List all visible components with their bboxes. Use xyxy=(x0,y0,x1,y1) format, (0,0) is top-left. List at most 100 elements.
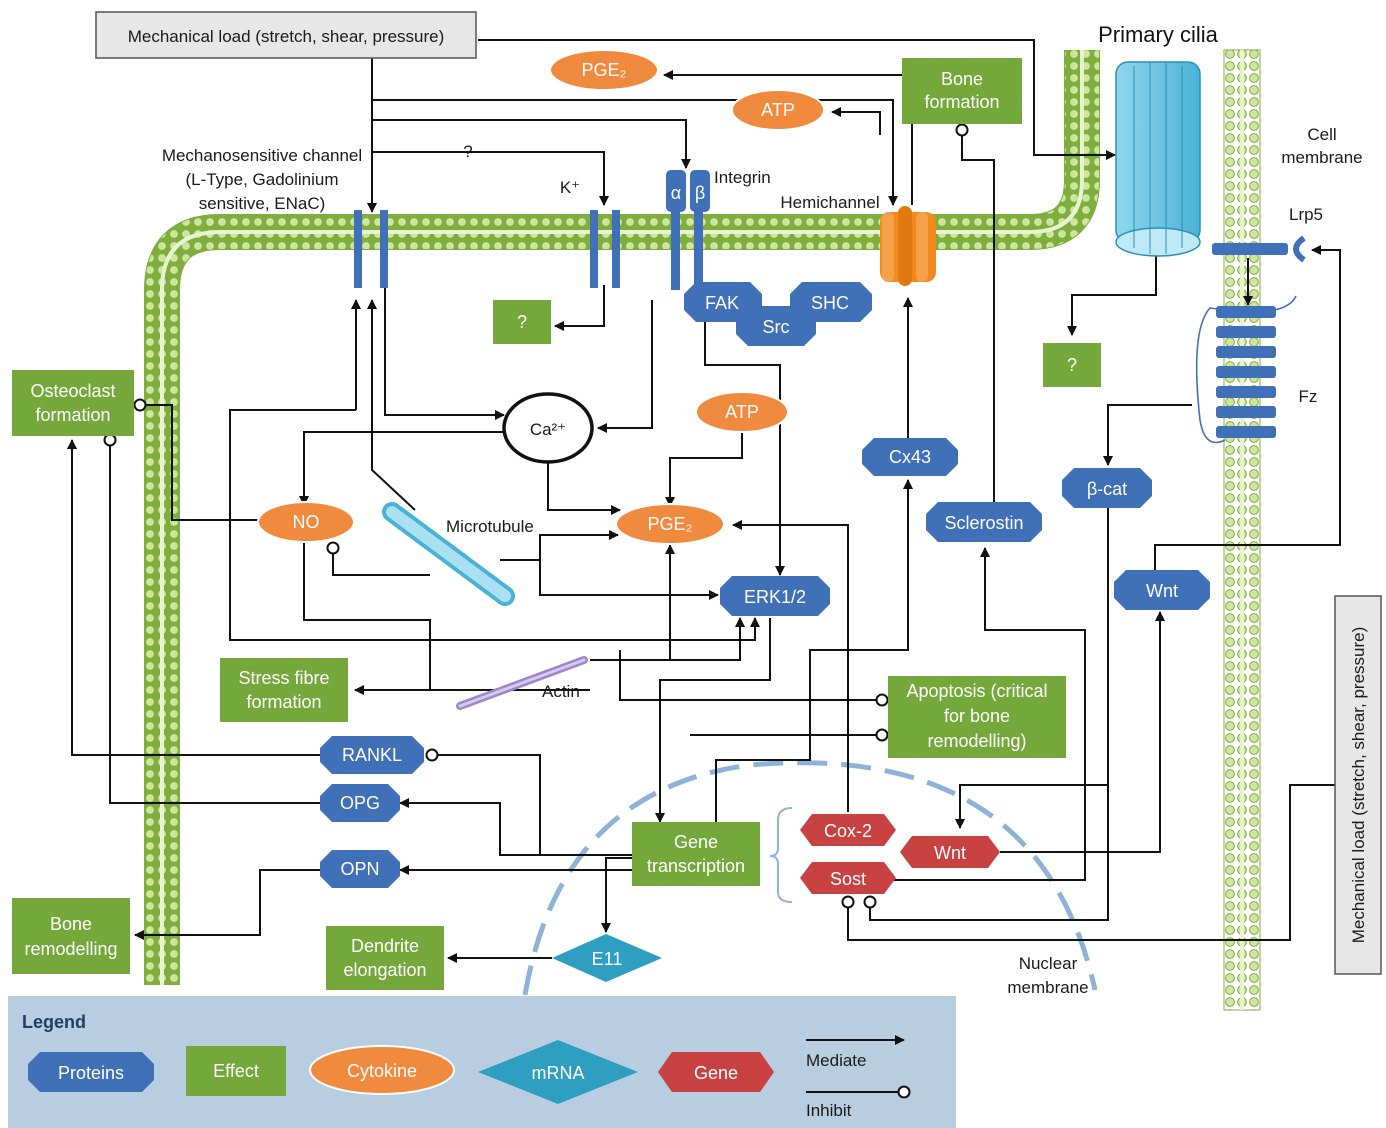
no-label: NO xyxy=(293,512,320,532)
effect-bone-remodelling: Bone remodelling xyxy=(12,898,130,974)
fz-label: Fz xyxy=(1299,387,1318,406)
protein-cx43 xyxy=(862,438,958,476)
integrin-beta: β xyxy=(695,183,705,203)
cell-membrane-label-1: Cell xyxy=(1307,125,1336,144)
mechanical-load-top-label: Mechanical load (stretch, shear, pressur… xyxy=(128,27,445,46)
bone-rem-line1: Bone xyxy=(50,914,92,934)
protein-opn xyxy=(320,850,400,888)
mechanical-load-side-label: Mechanical load (stretch, shear, pressur… xyxy=(1349,627,1368,944)
protein-erk xyxy=(720,576,830,616)
cx43-label: Cx43 xyxy=(889,447,931,467)
k-plus-label: K⁺ xyxy=(560,178,580,197)
gene-sost: Sost xyxy=(800,862,896,894)
k-channel xyxy=(590,210,620,288)
protein-bcat xyxy=(1062,468,1152,508)
nuclear-membrane xyxy=(522,760,1098,996)
mech-channel-label-2: (L-Type, Gadolinium xyxy=(185,170,338,189)
bone-formation-line1: Bone xyxy=(941,69,983,89)
legend-proteins-label: Proteins xyxy=(58,1063,124,1083)
pge2-top-label: PGE₂ xyxy=(582,60,627,80)
unknown-k-label: ? xyxy=(517,312,527,332)
effect-apoptosis: Apoptosis (critical for bone remodelling… xyxy=(888,676,1066,758)
cytokine-atp-top: ATP xyxy=(731,89,825,131)
protein-src xyxy=(736,306,816,346)
integrin-alpha: α xyxy=(671,183,681,203)
mechanosensitive-channel xyxy=(354,210,388,288)
rankl-label: RANKL xyxy=(342,745,402,765)
effect-gene-transcription: Gene transcription xyxy=(632,822,760,886)
protein-opg xyxy=(320,784,400,822)
cytokine-no: NO xyxy=(257,501,355,543)
apoptosis-line3: remodelling) xyxy=(927,731,1026,751)
microtubule-label: Microtubule xyxy=(446,517,534,536)
dendrite-line1: Dendrite xyxy=(351,936,419,956)
sost-label: Sost xyxy=(830,869,866,889)
legend-mrna-label: mRNA xyxy=(532,1063,585,1083)
cytokine-pge2-top: PGE₂ xyxy=(549,49,659,91)
legend-cytokine-label: Cytokine xyxy=(347,1061,417,1081)
opg-label: OPG xyxy=(340,793,380,813)
effect-dendrite-elongation: Dendrite elongation xyxy=(326,926,444,990)
gene-wnt: Wnt xyxy=(900,836,1000,868)
atp-top-label: ATP xyxy=(761,100,795,120)
dendrite-line2: elongation xyxy=(343,960,426,980)
pathway-connectors xyxy=(67,39,1341,963)
effect-osteoclast-formation: Osteoclast formation xyxy=(12,370,134,436)
primary-cilia-label: Primary cilia xyxy=(1098,22,1219,47)
structure-labels: Primary cilia Cell membrane Mechanosensi… xyxy=(162,22,1363,997)
unknown-path-label: ? xyxy=(463,142,472,161)
legend-protein-swatch xyxy=(28,1052,154,1092)
legend-effect-label: Effect xyxy=(213,1061,259,1081)
effect-unknown-cilia: ? xyxy=(1043,343,1101,387)
osteoclast-line2: formation xyxy=(35,405,110,425)
unknown-cilia-label: ? xyxy=(1067,355,1077,375)
bone-rem-line2: remodelling xyxy=(24,939,117,959)
osteoclast-line1: Osteoclast xyxy=(30,381,115,401)
lrp5-receptor xyxy=(1212,235,1306,263)
nuclear-membrane-label-1: Nuclear xyxy=(1019,954,1078,973)
mrna-e11: E11 xyxy=(552,934,662,982)
gene-tr-line2: transcription xyxy=(647,856,745,876)
wnt-protein-label: Wnt xyxy=(1146,581,1178,601)
gene-cox2: Cox-2 xyxy=(800,814,896,846)
legend-gene-swatch xyxy=(658,1052,774,1092)
microtubule-icon xyxy=(382,502,515,606)
protein-shc xyxy=(790,282,872,322)
mechanical-load-side-box: Mechanical load (stretch, shear, pressur… xyxy=(1334,595,1382,975)
gene-tr-line1: Gene xyxy=(674,832,718,852)
protein-sclerostin xyxy=(926,502,1042,542)
frizzled-receptor xyxy=(1216,306,1276,438)
apoptosis-line1: Apoptosis (critical xyxy=(906,681,1047,701)
primary-cilium-icon xyxy=(1115,61,1201,257)
nuclear-membrane-label-2: membrane xyxy=(1007,978,1088,997)
bone-formation-line2: formation xyxy=(924,92,999,112)
protein-wnt xyxy=(1114,570,1210,610)
effect-unknown-k: ? xyxy=(493,300,551,344)
mechanical-load-top-box: Mechanical load (stretch, shear, pressur… xyxy=(95,11,477,59)
src-label: Src xyxy=(763,317,790,337)
legend-effect-swatch xyxy=(186,1046,286,1096)
opn-label: OPN xyxy=(340,859,379,879)
protein-shapes xyxy=(320,282,1210,888)
e11-label: E11 xyxy=(592,949,623,969)
legend-gene-label: Gene xyxy=(694,1063,738,1083)
actin-filament-icon xyxy=(456,656,588,710)
actin-label: Actin xyxy=(542,682,580,701)
ca-label: Ca²⁺ xyxy=(530,420,566,439)
ca-ion: Ca²⁺ xyxy=(502,392,594,464)
integrin: α β xyxy=(666,170,710,290)
legend-mediate-label: Mediate xyxy=(806,1051,866,1070)
wnt-gene-label: Wnt xyxy=(934,843,966,863)
fak-label: FAK xyxy=(705,293,739,313)
effect-stress-fibre: Stress fibre formation xyxy=(220,658,348,722)
stress-line1: Stress fibre xyxy=(238,668,329,688)
legend-inhibit-label: Inhibit xyxy=(806,1101,852,1120)
legend-cytokine-swatch xyxy=(309,1045,455,1095)
right-cell-membrane xyxy=(1223,49,1261,1011)
cytokine-pge2-mid: PGE₂ xyxy=(615,503,725,545)
shc-label: SHC xyxy=(811,293,849,313)
apoptosis-line2: for bone xyxy=(944,706,1010,726)
erk-label: ERK1/2 xyxy=(744,587,806,607)
legend-title: Legend xyxy=(22,1012,86,1032)
